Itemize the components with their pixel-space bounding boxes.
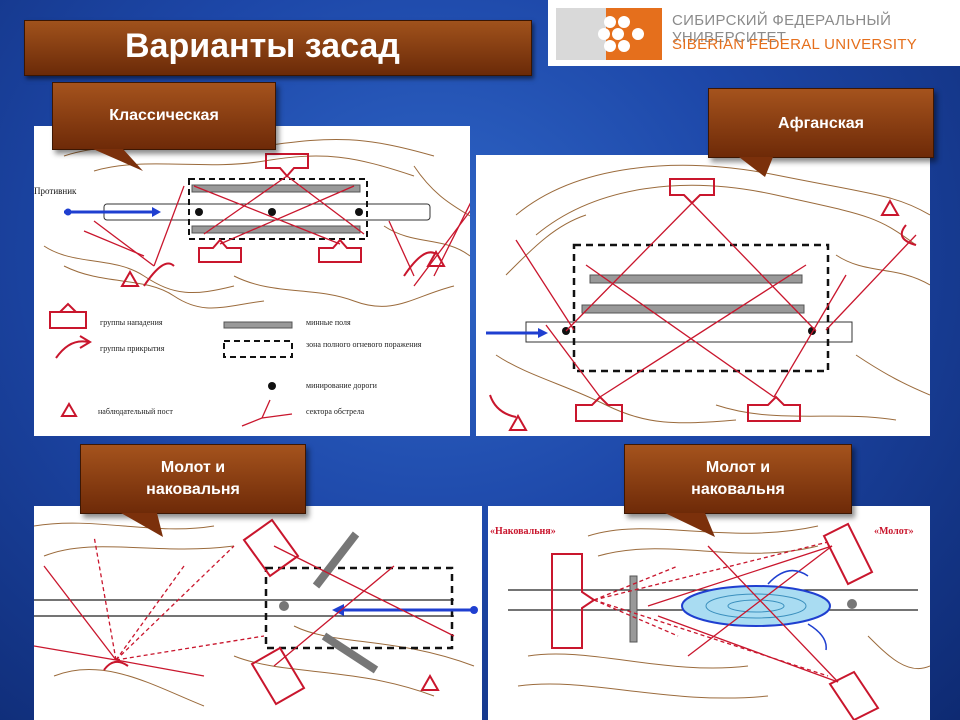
callout-tail-classic — [93, 149, 143, 171]
callout-classic-label: Классическая — [109, 107, 219, 124]
university-logo: СИБИРСКИЙ ФЕДЕРАЛЬНЫЙ УНИВЕРСИТЕТ SIBERI… — [548, 0, 960, 66]
anvil-label: «Наковальня» — [490, 526, 556, 537]
legend-kill-zone: зона полного огневого поражения — [306, 340, 422, 349]
logo-emblem-icon — [556, 8, 662, 60]
callout-tail-hammer-right — [665, 513, 715, 537]
hammer-label: «Молот» — [874, 526, 914, 537]
callout-tail-afghan — [739, 157, 773, 177]
classic-map — [43, 138, 470, 427]
callout-hammer-left-line2: наковальня — [146, 481, 240, 498]
callout-afghan-label: Афганская — [778, 115, 864, 132]
hammer-anvil-map-right — [508, 522, 930, 720]
slide-title: Варианты засад — [125, 27, 400, 65]
hammer-anvil-diagram-left — [34, 506, 482, 720]
legend-attack-groups: группы нападения — [100, 318, 163, 327]
callout-hammer-left: Молот и наковальня — [80, 444, 306, 537]
hammer-anvil-diagram-right: «Наковальня» «Молот» — [488, 506, 930, 720]
slide-title-bar: Варианты засад — [24, 20, 532, 76]
classic-ambush-diagram: Противник группы нападения минные поля г… — [34, 126, 470, 436]
callout-hammer-right-line1: Молот и — [705, 459, 771, 476]
callout-afghan: Афганская — [708, 88, 934, 177]
callout-hammer-right-line2: наковальня — [691, 481, 785, 498]
legend-observation-post: наблюдательный пост — [98, 407, 173, 416]
legend-road-mining: минирование дороги — [306, 381, 377, 390]
legend-fire-sectors: сектора обстрела — [306, 407, 365, 416]
callout-tail-hammer-left — [121, 513, 163, 537]
callout-classic: Классическая — [52, 82, 276, 171]
legend-cover-groups: группы прикрытия — [100, 344, 165, 353]
legend-mine-fields: минные поля — [306, 318, 351, 327]
callout-hammer-right: Молот и наковальня — [624, 444, 852, 537]
afghan-map — [486, 164, 930, 431]
hammer-anvil-map-left — [34, 518, 478, 707]
logo-text-en: SIBERIAN FEDERAL UNIVERSITY — [672, 36, 918, 53]
afghan-ambush-diagram — [476, 155, 930, 436]
callout-hammer-left-line1: Молот и — [160, 459, 226, 476]
logo-text-ru: СИБИРСКИЙ ФЕДЕРАЛЬНЫЙ УНИВЕРСИТЕТ — [672, 12, 892, 46]
enemy-label: Противник — [34, 186, 77, 196]
